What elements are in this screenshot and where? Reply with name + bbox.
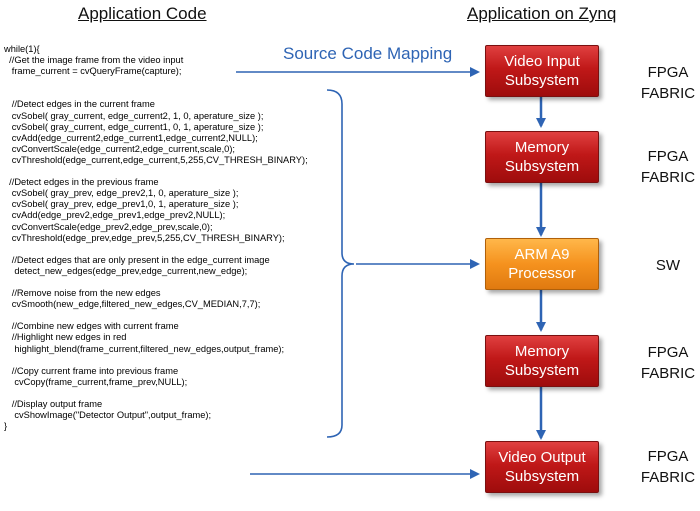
code-line: //Detect edges in the current frame [4, 99, 155, 110]
code-line: //Detect edges that are only present in … [4, 254, 270, 265]
block-label-line2: Subsystem [504, 468, 580, 485]
code-line: //Combine new edges with current frame [4, 321, 179, 332]
block-label-line1: ARM A9 [514, 246, 570, 263]
block-label-line1: Memory [514, 139, 570, 156]
code-line: frame_current = cvQueryFrame(capture); [4, 66, 182, 77]
code-line: cvSobel( gray_current, edge_current1, 0,… [4, 121, 264, 132]
block-label-line2: Processor [508, 265, 576, 282]
target-line2: FABRIC [640, 365, 696, 382]
application-on-zynq-heading: Application on Zynq [467, 4, 617, 23]
code-line: while(1){ [4, 44, 40, 54]
block-label-line1: Video Input [504, 53, 580, 70]
code-line: //Display output frame [4, 399, 103, 409]
code-line: detect_new_edges(edge_prev,edge_current,… [4, 265, 248, 276]
source-code-listing: while(1){ //Get the image frame from the… [4, 44, 334, 432]
target-line2: FABRIC [640, 469, 696, 486]
code-line: //Detect edges in the previous frame [4, 177, 159, 188]
block-label-line2: Subsystem [504, 362, 580, 379]
block-label-line2: Subsystem [504, 72, 580, 89]
code-line: cvCopy(frame_current,frame_prev,NULL); [4, 376, 188, 387]
code-line: highlight_blend(frame_current,filtered_n… [4, 343, 285, 354]
code-line: } [4, 421, 8, 432]
target-line2: FABRIC [640, 85, 696, 102]
target-label-video-output: FPGA FABRIC [640, 446, 696, 488]
code-line: cvSobel( gray_current, edge_current2, 1,… [4, 110, 264, 121]
block-label-line1: Memory [514, 343, 570, 360]
code-line: cvSobel( gray_prev, edge_prev2,1, 0, ape… [4, 188, 239, 199]
target-label-memory-1: FPGA FABRIC [640, 146, 696, 188]
code-line: cvConvertScale(edge_prev2,edge_prev,scal… [4, 221, 213, 232]
code-line: cvAdd(edge_current2,edge_current1,edge_c… [4, 132, 258, 143]
target-label-memory-2: FPGA FABRIC [640, 342, 696, 384]
target-line1: FPGA [647, 148, 689, 165]
code-line: //Remove noise from the new edges [4, 288, 161, 299]
target-line1: FPGA [647, 64, 689, 81]
source-code-mapping-label: Source Code Mapping [283, 44, 453, 63]
code-line: cvThreshold(edge_current,edge_current,5,… [4, 154, 308, 165]
block-label-line2: Subsystem [504, 158, 580, 175]
target-line2: FABRIC [640, 169, 696, 186]
code-line: cvSobel( gray_prev, edge_prev1,0, 1, ape… [4, 199, 239, 210]
code-line: cvAdd(edge_prev2,edge_prev1,edge_prev2,N… [4, 210, 226, 221]
code-line: cvSmooth(new_edge,filtered_new_edges,CV_… [4, 299, 261, 310]
target-label-video-input: FPGA FABRIC [640, 62, 696, 104]
target-line1: FPGA [647, 344, 689, 361]
target-label-arm: SW [640, 255, 696, 276]
block-label-line1: Video Output [498, 449, 586, 466]
code-line: //Copy current frame into previous frame [4, 365, 179, 376]
code-line: cvShowImage("Detector Output",output_fra… [4, 410, 212, 421]
code-line: cvConvertScale(edge_current2,edge_curren… [4, 143, 235, 154]
code-line: cvThreshold(edge_prev,edge_prev,5,255,CV… [4, 232, 285, 243]
target-line1: SW [655, 257, 681, 274]
application-code-heading: Application Code [78, 4, 207, 23]
code-line: //Get the image frame from the video inp… [4, 55, 184, 66]
code-brace [326, 89, 355, 438]
target-line1: FPGA [647, 448, 689, 465]
code-line: //Highlight new edges in red [4, 332, 127, 343]
arm-a9-processor-block: ARM A9 Processor [485, 238, 599, 290]
